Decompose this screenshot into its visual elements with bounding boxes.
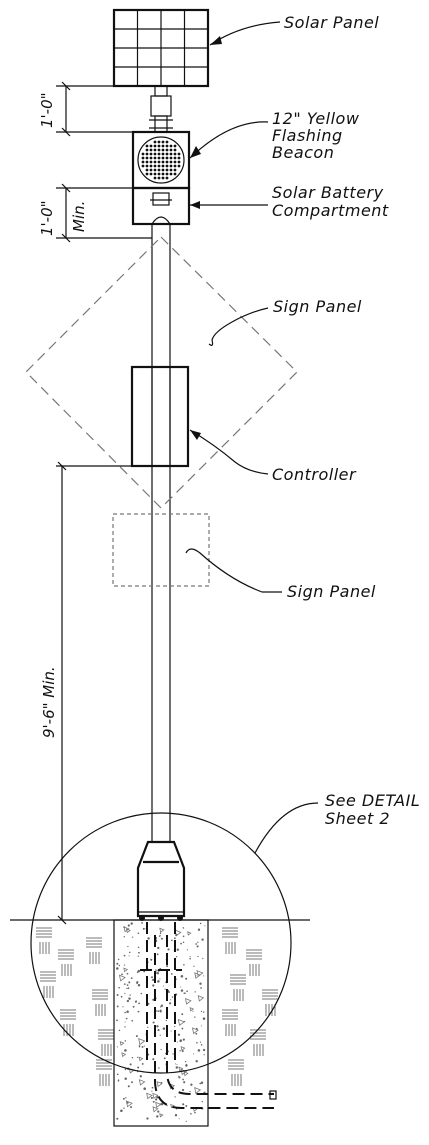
dimension-lower: 1'-0" Min. <box>38 183 152 243</box>
dimension-height-label: 9'-6" Min. <box>40 666 58 738</box>
solar-panel <box>112 8 210 88</box>
solar-panel-label: Solar Panel <box>284 13 379 32</box>
concrete-foundation <box>113 919 209 1127</box>
detail-leader <box>254 802 319 854</box>
dimension-upper: 1'-0" <box>38 81 150 137</box>
detail-callout-circle <box>30 812 292 1074</box>
beacon-label-line1: 12" Yellow <box>272 109 360 128</box>
soil-hatching <box>36 927 278 1086</box>
battery-label-line1: Solar Battery <box>272 183 384 202</box>
dimension-lower-min: Min. <box>70 201 88 232</box>
controller-label: Controller <box>272 465 357 484</box>
dimension-upper-label: 1'-0" <box>38 92 56 128</box>
sign-panel-label-2: Sign Panel <box>287 582 376 601</box>
beacon-housing <box>131 130 191 190</box>
panel-mount <box>149 85 173 133</box>
anchor-conduit <box>140 922 277 1109</box>
sign-panel-label-1: Sign Panel <box>273 297 362 316</box>
battery-compartment <box>131 186 191 226</box>
dimension-height: 9'-6" Min. <box>40 461 132 925</box>
controller-box <box>130 365 190 468</box>
pole-base <box>136 840 186 921</box>
dimension-lower-label: 1'-0" <box>38 200 56 236</box>
beacon-label-line3: Beacon <box>272 143 334 162</box>
beacon-lens <box>141 140 181 180</box>
leaders <box>185 21 282 593</box>
pole <box>151 216 171 842</box>
detail-label-line2: Sheet 2 <box>325 809 390 828</box>
beacon-label-line2: Flashing <box>272 126 343 145</box>
sign-panel-diamond <box>25 236 298 509</box>
battery-label-line2: Compartment <box>272 201 389 220</box>
detail-label-line1: See DETAIL <box>325 791 420 810</box>
